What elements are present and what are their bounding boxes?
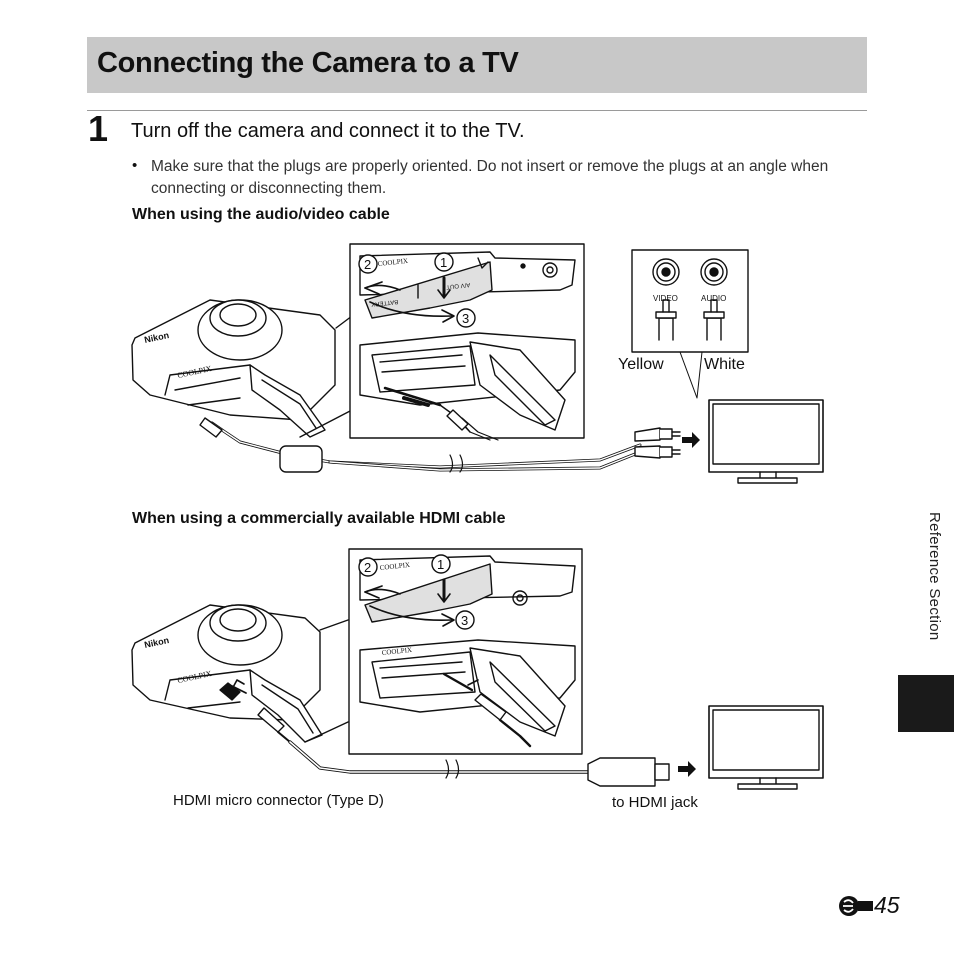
hdmi-cable xyxy=(219,679,670,787)
av-jack-panel xyxy=(631,249,749,399)
audio-jack-label: AUDIO xyxy=(701,294,726,303)
rca-plugs xyxy=(634,427,681,459)
hdmi-cable-heading: When using a commercially available HDMI… xyxy=(132,510,506,527)
hdmi-inset-model: COOLPIX xyxy=(379,561,410,572)
av-callout-1: 1 xyxy=(440,255,447,270)
av-cable xyxy=(199,417,642,473)
av-door-avout: A/V OUT xyxy=(446,281,471,290)
hdmi-arrow-icon xyxy=(678,761,696,777)
side-tab-marker xyxy=(898,675,954,732)
av-callout-2: 2 xyxy=(364,257,371,272)
step-text: Turn off the camera and connect it to th… xyxy=(131,120,525,142)
divider-rule xyxy=(87,110,867,111)
bullet-dot: • xyxy=(132,157,138,174)
title-bar: Connecting the Camera to a TV xyxy=(87,37,867,93)
av-cable-heading: When using the audio/video cable xyxy=(132,206,390,223)
page-title: Connecting the Camera to a TV xyxy=(97,47,519,79)
hdmi-callout-3: 3 xyxy=(461,613,468,628)
page-number-value: 45 xyxy=(874,892,900,918)
hdmi-inset-model-2: COOLPIX xyxy=(381,646,412,657)
av-door-battery: BATTERY xyxy=(371,298,399,307)
video-jack-label: VIDEO xyxy=(653,294,678,303)
hdmi-callout-2-circle xyxy=(358,557,378,577)
av-detail-inset xyxy=(349,243,585,441)
av-camera-illustration xyxy=(131,299,336,438)
page-number: 45 xyxy=(838,892,900,919)
hdmi-camera-illustration xyxy=(131,604,323,743)
av-callout-3: 3 xyxy=(462,311,469,326)
av-arrow-icon xyxy=(682,432,700,448)
av-tv-icon xyxy=(708,399,824,484)
hdmi-callout-1-circle xyxy=(431,554,451,574)
hdmi-callout-3-circle xyxy=(455,610,475,630)
hdmi-connector-label: HDMI micro connector (Type D) xyxy=(173,792,384,809)
hdmi-tv-icon xyxy=(708,705,824,790)
hdmi-detail-inset xyxy=(348,548,583,755)
av-callout-2-circle xyxy=(358,254,378,274)
side-tab-label: Reference Section xyxy=(926,512,943,641)
hdmi-callout-1: 1 xyxy=(437,557,444,572)
av-callout-1-circle xyxy=(434,252,454,272)
step-number: 1 xyxy=(88,108,109,149)
hdmi-jack-label: to HDMI jack xyxy=(612,794,698,811)
yellow-label: Yellow xyxy=(618,356,664,373)
reference-section-icon xyxy=(839,895,873,916)
white-label: White xyxy=(704,356,745,373)
av-inset-model: COOLPIX xyxy=(377,257,408,268)
av-callout-3-circle xyxy=(456,308,476,328)
bullet-text: Make sure that the plugs are properly or… xyxy=(151,158,829,197)
hdmi-callout-2: 2 xyxy=(364,560,371,575)
